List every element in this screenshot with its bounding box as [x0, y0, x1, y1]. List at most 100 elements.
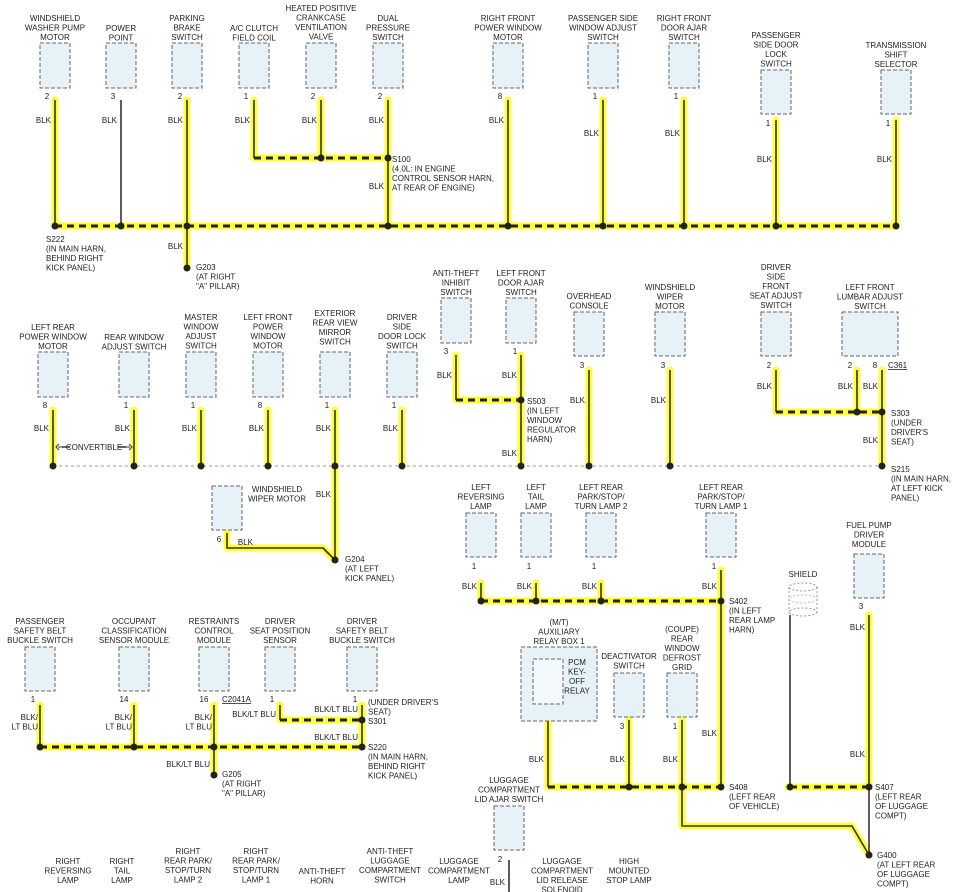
component-box: [666, 672, 698, 718]
label-line: S408: [729, 783, 748, 792]
pin-number: 14: [120, 695, 129, 704]
wire-color-label: BLK/LT BLU: [106, 713, 133, 732]
pin-number: 16: [200, 695, 209, 704]
label-line: TURN LAMP 1: [695, 502, 748, 511]
label-line: PCM: [568, 658, 586, 667]
pin-number: 1: [31, 695, 36, 704]
wire-color-label: BLK: [502, 449, 518, 458]
component-box: [346, 646, 378, 692]
label-line: WASHER PUMP: [25, 24, 85, 33]
label-line: (LEFT REAR: [729, 793, 776, 802]
label-line: ADJUST SWITCH: [102, 343, 167, 352]
wire-color-label: BLK/LT BLU: [166, 760, 210, 769]
splice-node: [878, 408, 886, 416]
label-line: POWER WINDOW: [474, 24, 542, 33]
pin-number: 3: [444, 347, 449, 356]
label-line: LEFT FRONT: [845, 283, 894, 292]
wire-color-label: BLK: [238, 538, 254, 547]
splice-node: [786, 783, 794, 791]
label-line: DRIVER: [854, 531, 884, 540]
component-box: [760, 69, 792, 115]
label-line: POINT: [109, 34, 134, 43]
label-line: SEAT ADJUST: [749, 292, 802, 301]
component-box: [760, 311, 792, 357]
label-line: TURN LAMP 2: [575, 502, 628, 511]
label-line: MASTER: [184, 313, 218, 322]
label-line: RIGHT FRONT: [657, 14, 712, 23]
label-line: (AT RIGHT: [222, 780, 261, 789]
wire-color-label: BLK: [850, 623, 866, 632]
label-line: S402: [729, 597, 748, 606]
wire-color-labels: BLK BLK BLK BLK BLK BLK BLK BLK BLK BLK …: [12, 116, 893, 887]
wire-color-label: BLK: [838, 382, 854, 391]
component-box: [39, 42, 71, 89]
label-line: SEAT POSITION: [250, 627, 311, 636]
label-line: MODULE: [852, 540, 886, 549]
label-line: RIGHT: [110, 857, 135, 866]
wire-color-label: BLK: [316, 490, 332, 499]
label-line: OCCUPANT: [112, 617, 156, 626]
splice-nodes: [36, 154, 900, 859]
label-line: (COUPE): [665, 625, 699, 634]
label-line: SWITCH: [613, 662, 645, 671]
label-line: CONTROL: [194, 627, 234, 636]
label-line: LEFT REAR: [579, 483, 623, 492]
connector-id: C2041A: [222, 695, 252, 704]
label-line: (IN LEFT: [729, 607, 762, 616]
label-line: REAR: [671, 635, 693, 644]
pin-number: 6: [217, 535, 222, 544]
label-line: SIDE: [393, 323, 412, 332]
component-box: [520, 512, 552, 558]
splice-node: [358, 716, 366, 724]
label-line: MOTOR: [38, 342, 68, 351]
label-line: (AT LEFT: [345, 565, 379, 574]
label-line: G400: [877, 851, 897, 860]
label-line: STOP/TURN: [165, 866, 211, 875]
label-line: SWITCH: [372, 33, 404, 42]
splice-node: [130, 462, 138, 470]
wire-color-label: BLK: [437, 371, 453, 380]
component-box: [198, 646, 230, 692]
splice-node: [36, 743, 44, 751]
label-line: RIGHT: [56, 857, 81, 866]
component-boxes: [24, 42, 912, 851]
label-line: VALVE: [309, 33, 334, 42]
label-line: LID AJAR SWITCH: [475, 795, 544, 804]
label-line: PARK/STOP/: [697, 493, 745, 502]
label-line: (M/T): [549, 618, 568, 627]
label-line: RELAY: [564, 687, 590, 696]
label-line: MODULE: [197, 636, 231, 645]
component-box: [465, 512, 497, 558]
splice-node: [130, 743, 138, 751]
splice-node: [51, 222, 59, 230]
label-line: S303: [891, 409, 910, 418]
label-line: AT REAR OF ENGINE): [392, 184, 475, 193]
label-line: PANEL): [891, 494, 920, 503]
label-line: SIDE: [767, 273, 786, 282]
wire-color-label: BLK: [651, 396, 667, 405]
wire-color-label: BLK: [383, 424, 399, 433]
splice-node: [585, 462, 593, 470]
convertible-note: CONVERTIBLE: [55, 443, 133, 452]
label-line: LAMP: [525, 502, 547, 511]
label-line: REAR PARK/: [164, 857, 213, 866]
label-line: (IN MAIN HARN,: [368, 753, 428, 762]
label-line: (4.0L: IN ENGINE: [392, 165, 456, 174]
label-line: SAFETY BELT: [336, 627, 389, 636]
